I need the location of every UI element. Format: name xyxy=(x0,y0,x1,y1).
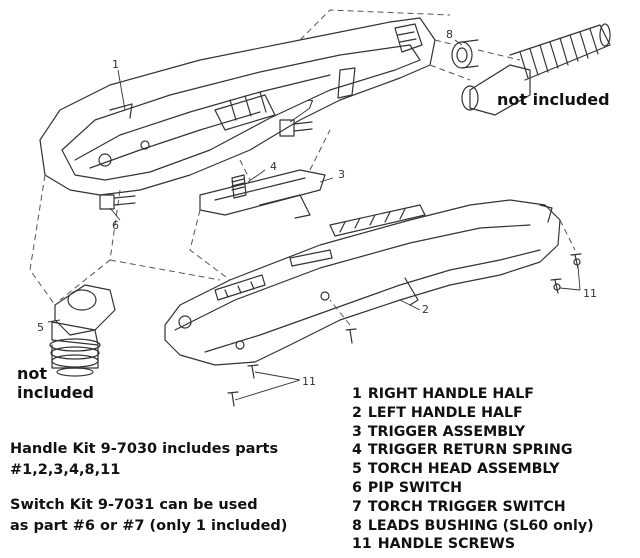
leader-5 xyxy=(47,319,61,323)
callout-1: 1 xyxy=(112,58,119,71)
callout-5: 5 xyxy=(37,321,44,334)
left-handle-half xyxy=(164,199,561,366)
pip-switch xyxy=(99,194,136,210)
leader-1 xyxy=(117,69,126,111)
leads-bushing xyxy=(451,39,479,69)
callout-4: 4 xyxy=(270,160,277,173)
callout-3: 3 xyxy=(338,168,345,181)
not-included-torch-head-label: not included xyxy=(17,364,94,402)
callout-11b: 11 xyxy=(302,375,316,388)
leader-4 xyxy=(247,169,266,183)
not-included-hose-label: not included xyxy=(497,90,610,109)
callout-2: 2 xyxy=(422,303,429,316)
handle-screws xyxy=(227,253,582,407)
callout-8: 8 xyxy=(446,28,453,41)
callout-7: 7 xyxy=(307,98,314,111)
torch-trigger-switch xyxy=(279,119,313,137)
leader-8 xyxy=(454,39,463,46)
handle-kit-line2: #1,2,3,4,8,11 xyxy=(10,462,121,478)
switch-kit-line2: as part #6 or #7 (only 1 included) xyxy=(10,518,288,534)
callout-6: 6 xyxy=(112,219,119,232)
handle-kit-line1: Handle Kit 9-7030 includes parts xyxy=(10,441,279,457)
trigger-assembly xyxy=(199,169,326,219)
callout-11a: 11 xyxy=(583,287,597,300)
leader-2 xyxy=(399,299,421,311)
not-included-line1: not xyxy=(17,364,48,383)
leader-11b xyxy=(234,371,301,401)
switch-kit-note: Switch Kit 9-7031 can be used as part #6… xyxy=(10,495,340,537)
leader-11a xyxy=(559,265,581,291)
leads-hose xyxy=(461,23,611,116)
leader-3 xyxy=(319,177,334,183)
switch-kit-line1: Switch Kit 9-7031 can be used xyxy=(10,497,258,513)
torch-head-assembly xyxy=(49,284,116,377)
leader-6 xyxy=(109,207,121,221)
handle-kit-note: Handle Kit 9-7030 includes parts #1,2,3,… xyxy=(10,439,340,481)
right-handle-half xyxy=(39,17,436,196)
not-included-line2: included xyxy=(17,383,94,402)
leader-7 xyxy=(289,107,311,123)
